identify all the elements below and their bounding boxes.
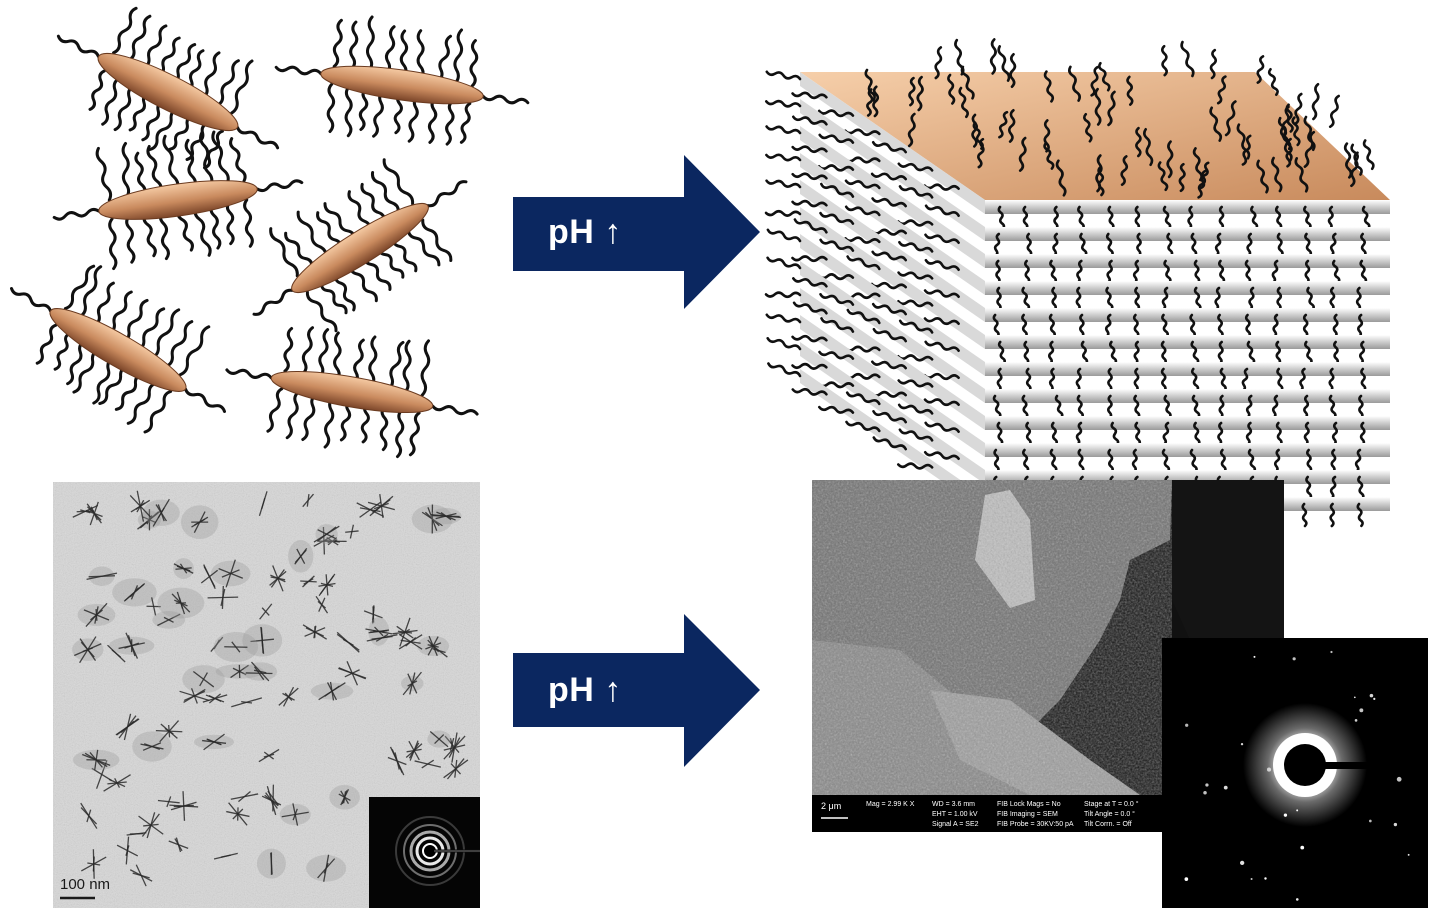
sem-meta-stage: Stage at T = 0.0 ° xyxy=(1084,800,1139,808)
platelet-3 xyxy=(52,130,304,271)
arrow-label-top: pH ↑ xyxy=(548,213,622,251)
sem-metadata: Mag = 2.99 K X WD = 3.6 mm EHT = 1.00 kV… xyxy=(866,800,1139,828)
sem-meta-mag: Mag = 2.99 K X xyxy=(866,801,915,808)
sem-meta-fib-probe: FIB Probe = 30KV:50 pA xyxy=(997,821,1074,828)
lamella-layer-9 xyxy=(764,288,1390,447)
platelet-2 xyxy=(274,15,530,146)
ph-increase-arrow-bottom xyxy=(513,614,760,767)
platelet-5 xyxy=(10,264,226,434)
sem-meta-fib-lock: FIB Lock Mags = No xyxy=(997,801,1061,808)
tem-scale-label: 100 nm xyxy=(60,876,111,893)
sem-meta-fib-imaging: FIB Imaging = SEM xyxy=(997,811,1058,818)
lamella-layer-3 xyxy=(765,125,1390,285)
platelet-6 xyxy=(225,326,479,459)
sem-info-bar xyxy=(812,795,1172,832)
dispersed-platelets-illustration xyxy=(10,6,530,459)
lamella-layer-6 xyxy=(764,207,1390,366)
ph-increase-arrow-top xyxy=(513,155,760,309)
stacked-lamellae-illustration xyxy=(764,38,1390,528)
lamella-layer-2 xyxy=(765,99,1390,258)
lamella-layer-5 xyxy=(765,179,1390,339)
sem-meta-eht: EHT = 1.00 kV xyxy=(932,811,978,818)
tem-needle-particles xyxy=(72,490,469,887)
lamella-layer-8 xyxy=(766,256,1390,420)
sem-meta-wd: WD = 3.6 mm xyxy=(932,801,975,808)
lamella-layer-4 xyxy=(765,153,1390,312)
diffraction-spots xyxy=(1184,650,1410,901)
top-surface-chains xyxy=(864,38,1375,199)
platelet-1 xyxy=(56,6,280,170)
tem-saed-inset xyxy=(369,797,480,908)
sem-meta-signal: Signal A = SE2 xyxy=(932,821,979,828)
sem-micrograph xyxy=(812,480,1428,908)
sem-meta-tilt-angle: Tilt Angle = 0.0 ° xyxy=(1084,810,1135,818)
arrow-label-bottom: pH ↑ xyxy=(548,671,622,709)
sem-saed-inset xyxy=(1162,638,1428,908)
sem-meta-tilt-corr: Tilt Corrn. = Off xyxy=(1084,821,1132,828)
tem-micrograph xyxy=(53,482,480,908)
platelet-4 xyxy=(252,158,468,333)
lamella-layer-7 xyxy=(766,228,1390,393)
lamella-layer-1 xyxy=(765,70,1390,231)
sem-scale-label: 2 μm xyxy=(821,801,842,811)
